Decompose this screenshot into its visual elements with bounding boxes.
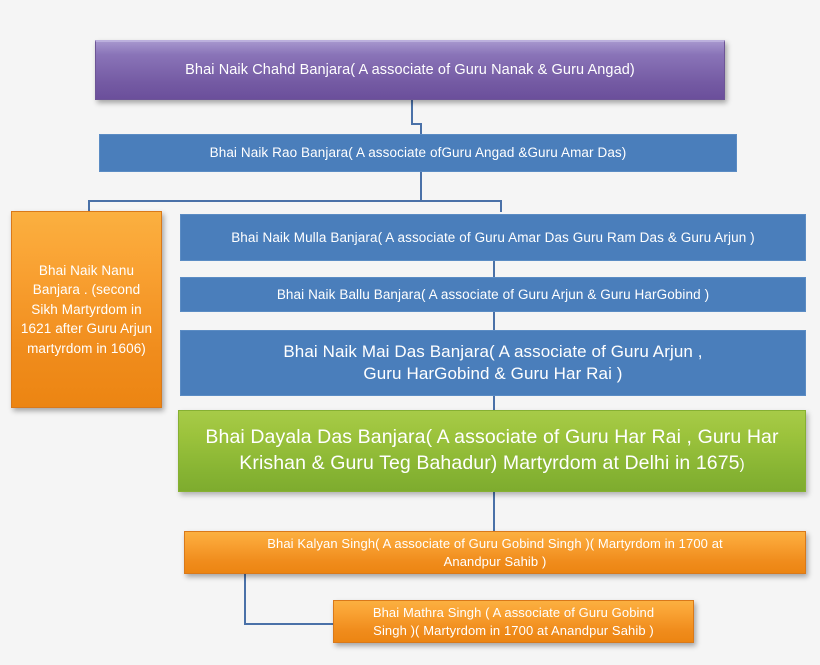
connector-chahd-to-rao-upper [411, 100, 413, 124]
node-label-line1: Bhai Naik Mai Das Banjara( A associate o… [283, 341, 703, 361]
node-label-line2: Singh )( Martyrdom in 1700 at Anandpur S… [373, 622, 654, 638]
node-label-line1: Bhai Mathra Singh ( A associate of Guru … [372, 605, 655, 621]
node-label: Bhai Naik Mulla Banjara( A associate of … [231, 229, 755, 245]
connector-dayala-to-kalyan [493, 492, 495, 532]
connector-kalyan-to-mathra [244, 623, 334, 625]
node-label: Bhai Naik Chahd Banjara( A associate of … [185, 61, 635, 78]
node-label: Bhai Naik Nanu Banjara . (second Sikh Ma… [20, 262, 153, 356]
connector-kalyan-drop [244, 574, 246, 625]
node-label-line1: Bhai Kalyan Singh( A associate of Guru G… [267, 536, 723, 552]
connector-ballu-to-maidas [493, 312, 495, 330]
node-bhai-naik-rao-banjara[interactable]: Bhai Naik Rao Banjara( A associate ofGur… [99, 134, 737, 172]
connector-branch-to-nanu [88, 200, 90, 212]
node-label: Bhai Naik Rao Banjara( A associate ofGur… [209, 145, 627, 161]
node-label-line2: Anandpur Sahib ) [443, 553, 547, 569]
node-bhai-dayala-das-banjara[interactable]: Bhai Dayala Das Banjara( A associate of … [178, 410, 806, 492]
connector-branch-bar [88, 200, 502, 202]
node-label: Bhai Naik Ballu Banjara( A associate of … [276, 286, 710, 302]
node-label-line2: Krishan & Guru Teg Bahadur) Martyrdom at… [239, 452, 740, 474]
connector-branch-to-mulla [500, 200, 502, 212]
connector-chahd-to-rao-step [411, 123, 422, 125]
connector-mulla-to-ballu [493, 261, 495, 279]
node-label-line1: Bhai Dayala Das Banjara( A associate of … [205, 426, 779, 449]
node-bhai-naik-ballu-banjara[interactable]: Bhai Naik Ballu Banjara( A associate of … [180, 277, 806, 312]
node-bhai-naik-chahd-banjara[interactable]: Bhai Naik Chahd Banjara( A associate of … [95, 40, 725, 100]
node-label-line2: Guru HarGobind & Guru Har Rai ) [363, 364, 623, 383]
node-bhai-naik-nanu-banjara[interactable]: Bhai Naik Nanu Banjara . (second Sikh Ma… [11, 211, 162, 408]
node-label-trailing-paren: ) [739, 456, 745, 473]
connector-maidas-to-dayala [493, 396, 495, 410]
connector-rao-drop [420, 171, 422, 201]
connector-chahd-to-rao-lower [420, 123, 422, 134]
node-bhai-kalyan-singh[interactable]: Bhai Kalyan Singh( A associate of Guru G… [184, 531, 806, 574]
node-bhai-naik-mulla-banjara[interactable]: Bhai Naik Mulla Banjara( A associate of … [180, 214, 806, 261]
node-bhai-naik-mai-das-banjara[interactable]: Bhai Naik Mai Das Banjara( A associate o… [180, 330, 806, 396]
node-bhai-mathra-singh[interactable]: Bhai Mathra Singh ( A associate of Guru … [333, 600, 694, 643]
